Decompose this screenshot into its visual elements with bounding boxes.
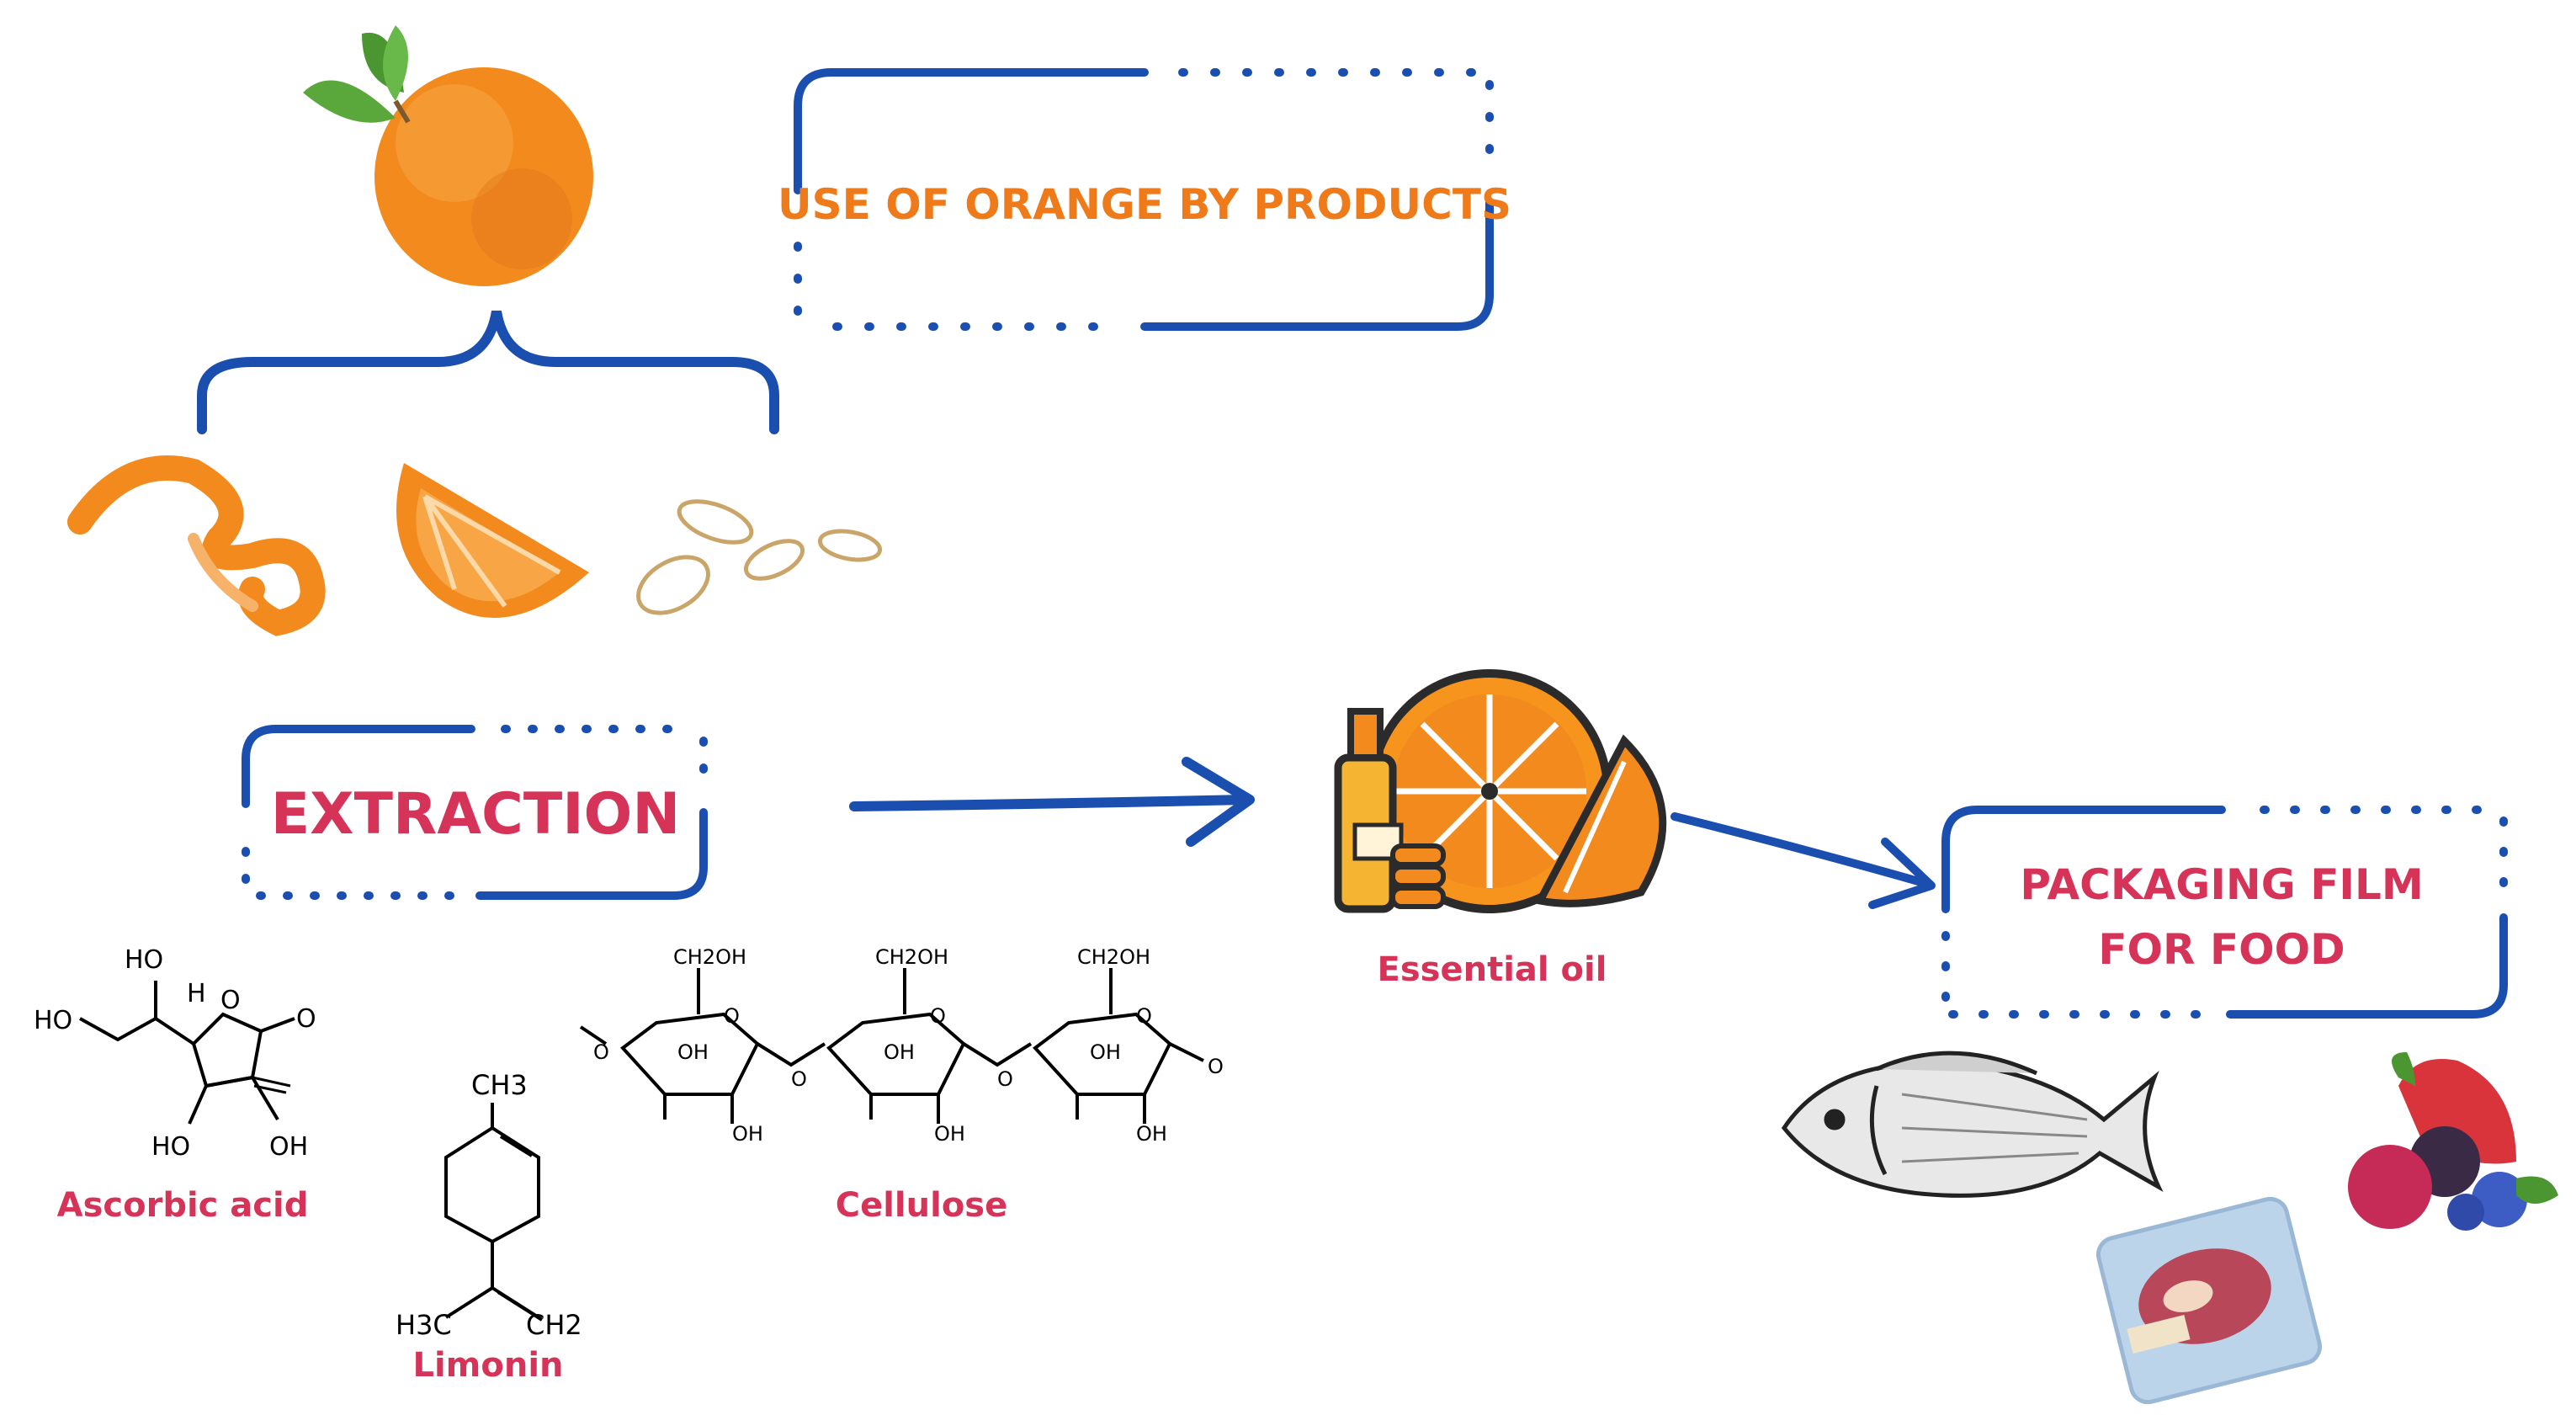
essential-oil-label: Essential oil (1378, 950, 1607, 989)
cellulose-atoms: CH2OH CH2OH CH2OH O O O OH OH OH OH OH O… (593, 945, 1224, 1146)
atom-o-end: O (1208, 1055, 1224, 1078)
atom-oh-6: OH (1136, 1122, 1167, 1146)
arrow-to-oil (849, 757, 1255, 847)
atom-ch2oh-2: CH2OH (875, 945, 948, 969)
ascorbic-acid-label: Ascorbic acid (57, 1186, 309, 1225)
meat-package-icon (2095, 1196, 2323, 1405)
arrow-to-packaging (1670, 812, 1936, 909)
fish-icon (1781, 1051, 2164, 1198)
packaging-label-line1: PACKAGING FILM (2020, 860, 2423, 909)
orange-fruit-icon (303, 25, 593, 286)
diagram-title: USE OF ORANGE BY PRODUCTS (778, 180, 1511, 229)
atom-o-ring: O (220, 986, 241, 1015)
seeds-icon (636, 499, 883, 615)
atom-ch2oh-1: CH2OH (673, 945, 746, 969)
atom-oh-1: OH (677, 1040, 709, 1064)
atom-ch3: CH3 (471, 1069, 528, 1101)
atom-o-link-2: O (997, 1067, 1013, 1091)
title-frame (794, 68, 1494, 331)
atom-oh-3: OH (1090, 1040, 1121, 1064)
atom-ch2: CH2 (526, 1309, 582, 1341)
packaging-label-line2: FOR FOOD (2098, 925, 2345, 974)
cellulose-label: Cellulose (836, 1186, 1008, 1225)
limonin-atoms: CH3 H3C CH2 (396, 1069, 582, 1341)
cellulose-structure (579, 968, 1204, 1124)
limonin-structure (444, 1103, 544, 1322)
extraction-label: EXTRACTION (271, 781, 681, 848)
brace (197, 310, 779, 434)
atom-ho-bottom: HO (151, 1132, 190, 1162)
essential-oil-icon (1334, 669, 1667, 913)
atom-h3c: H3C (396, 1309, 452, 1341)
atom-o-2: O (930, 1004, 946, 1028)
atom-o-link-1: O (791, 1067, 807, 1091)
orange-slice-icon (396, 463, 589, 618)
atom-oh-4: OH (732, 1122, 763, 1146)
atom-oh-5: OH (934, 1122, 965, 1146)
atom-o-keto: O (296, 1004, 316, 1034)
atom-ho-top: HO (125, 945, 163, 975)
atom-h: H (187, 979, 206, 1008)
atom-o-start: O (593, 1040, 609, 1064)
limonin-label: Limonin (412, 1346, 563, 1385)
leaf-icon (303, 80, 396, 123)
orange-peel-icon (67, 455, 326, 636)
extraction-frame (242, 725, 708, 900)
atom-o-3: O (1136, 1004, 1152, 1028)
atom-oh-bottom: OH (269, 1132, 308, 1162)
atom-ch2oh-3: CH2OH (1077, 945, 1150, 969)
ascorbic-acid-atoms: HO HO H O O HO OH (34, 945, 316, 1162)
berries-icon (2348, 1052, 2558, 1231)
atom-ho-left: HO (34, 1006, 72, 1035)
ascorbic-acid-structure (79, 981, 295, 1125)
packaging-frame (1941, 806, 2508, 1019)
atom-oh-2: OH (884, 1040, 915, 1064)
atom-o-1: O (724, 1004, 740, 1028)
